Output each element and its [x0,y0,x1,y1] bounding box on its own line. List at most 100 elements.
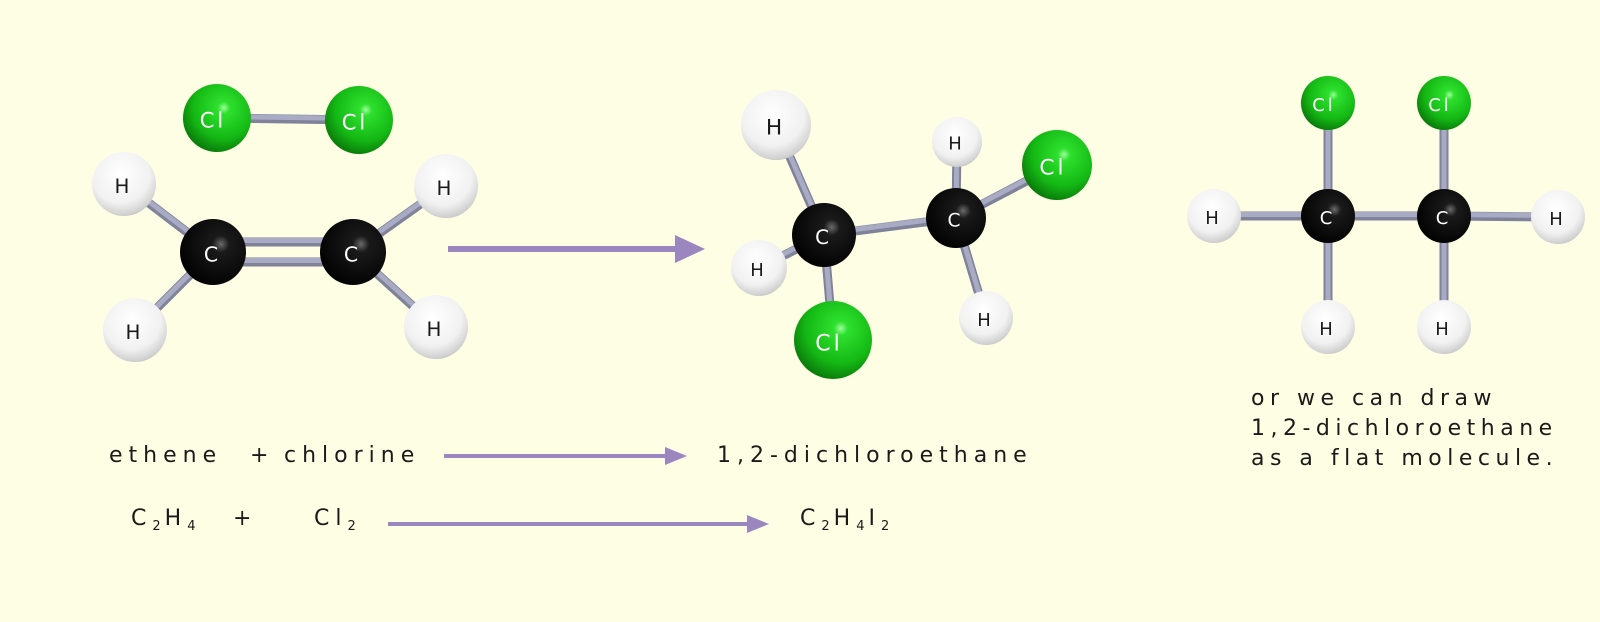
formula-product: C2H4I2 [800,506,893,534]
dichloroethane-3d-atom-c: C [792,203,856,267]
formula-chlorine: Cl2 [314,506,360,534]
cl-sphere-icon [1417,76,1471,130]
reactant-name-chlorine: chlorine [284,443,421,468]
dichloroethane-flat-atom-c: C [1417,189,1471,243]
ethene-molecule-atom-h: H [414,154,478,218]
c-sphere-icon [792,203,856,267]
atom-label: H [126,321,141,344]
formula-element: C [800,506,822,531]
ethene-molecule-atom-h: H [404,295,468,359]
c-sphere-icon [180,219,246,285]
h-sphere-icon [932,117,982,167]
note-line-1: or we can draw [1251,386,1498,411]
note-line-2: 1,2-dichloroethane [1251,416,1558,441]
h-sphere-icon [741,90,811,160]
atom-label: H [1549,209,1563,230]
cl-sphere-icon [325,86,393,154]
c-sphere-icon [320,219,386,285]
arrows-layer [388,235,769,533]
h-sphere-icon [1417,300,1471,354]
atom-label: C [344,242,358,266]
atom-label: Cl [342,109,369,134]
formula-subscript: 4 [187,519,200,534]
dichloroethane-3d-atom-cl: Cl [1022,130,1092,200]
h-sphere-icon [92,152,156,216]
atom-label: C [1320,208,1333,229]
atom-label: H [948,134,962,155]
chlorine-molecule-atom-cl: Cl [183,84,251,152]
h-sphere-icon [1301,300,1355,354]
atom-label: H [1205,208,1219,229]
cl-sphere-icon [794,301,872,379]
formula-ethene: C2H4 [131,506,199,534]
product-name: 1,2-dichloroethane [717,443,1033,468]
atom-label: H [1319,319,1333,340]
dichloroethane-flat-atom-h: H [1531,190,1585,244]
formula-plus-sign: + [233,506,258,531]
ethene-molecule-atom-h: H [92,152,156,216]
atom-label: H [1435,319,1449,340]
note-line-3: as a flat molecule. [1251,446,1559,471]
dichloroethane-flat-atom-c: C [1301,189,1355,243]
reactant-name-ethene: ethene [109,443,223,468]
formula-subscript: 2 [347,519,360,534]
atom-label: C [204,242,218,266]
atom-label: Cl [200,107,227,132]
h-sphere-icon [731,240,787,296]
h-sphere-icon [103,298,167,362]
atom-label: Cl [1428,95,1452,116]
dichloroethane-flat-atom-h: H [1187,189,1241,243]
atom-label: H [437,177,452,200]
cl-sphere-icon [1022,130,1092,200]
atom-label: H [977,310,991,331]
formula-subscript: 2 [152,519,165,534]
formula-element: I [868,506,881,531]
h-sphere-icon [404,295,468,359]
h-sphere-icon [414,154,478,218]
atom-label: Cl [1312,95,1336,116]
atom-label: H [427,318,442,341]
atom-label: H [750,260,764,281]
formula-subscript: 2 [821,519,834,534]
c-sphere-icon [1417,189,1471,243]
formula-element: H [164,506,188,531]
h-sphere-icon [1187,189,1241,243]
dichloroethane-flat-atom-cl: Cl [1417,76,1471,130]
molecule-arrow-icon [448,235,705,263]
formula-subscript: 4 [856,519,869,534]
dichloroethane-3d-atom-h: H [959,291,1013,345]
formula-element: H [833,506,857,531]
flat-molecule-note: or we can draw 1,2-dichloroethane as a f… [1251,384,1558,474]
atom-label: C [1436,208,1449,229]
formula-arrow-icon [388,515,769,533]
dichloroethane-3d-atom-c: C [926,188,986,248]
atom-label: Cl [815,332,842,357]
atom-label: C [948,211,961,232]
dichloroethane-flat-atom-cl: Cl [1301,76,1355,130]
atom-label: H [766,116,782,141]
name-arrow-icon [444,447,687,465]
chlorine-molecule-atom-cl: Cl [325,86,393,154]
formula-element: Cl [314,506,348,531]
dichloroethane-3d-atom-cl: Cl [794,301,872,379]
atom-label: Cl [1039,156,1066,181]
h-sphere-icon [1531,190,1585,244]
ethene-molecule-atom-c: C [180,219,246,285]
ethene-molecule-atom-c: C [320,219,386,285]
ethene-molecule-atom-h: H [103,298,167,362]
dichloroethane-flat-atom-h: H [1301,300,1355,354]
dichloroethane-3d-atom-h: H [932,117,982,167]
dichloroethane-3d-atom-h: H [741,90,811,160]
cl-sphere-icon [1301,76,1355,130]
formula-element: C [131,506,153,531]
atom-label: C [815,226,829,249]
h-sphere-icon [959,291,1013,345]
cl-sphere-icon [183,84,251,152]
formula-subscript: 2 [880,519,894,534]
c-sphere-icon [1301,189,1355,243]
c-sphere-icon [926,188,986,248]
plus-sign: + [250,443,275,468]
